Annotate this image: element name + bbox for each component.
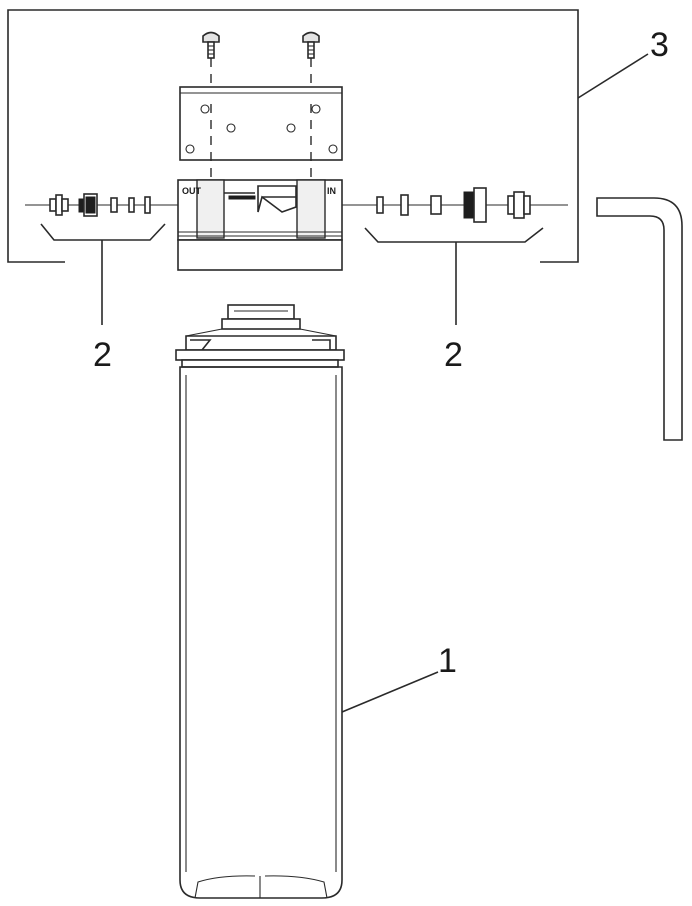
- mounting-screw-left: [202, 31, 220, 59]
- leader-line-cartridge: [341, 671, 439, 713]
- outlet-mark: OUT: [182, 186, 202, 196]
- filter-cartridge: [179, 366, 343, 899]
- callout-cartridge: 1: [438, 642, 457, 680]
- cartridge-top: [175, 304, 345, 368]
- head-assembly-frame: [7, 9, 579, 263]
- callout-head-assembly: 3: [650, 26, 669, 64]
- inlet-mark: IN: [327, 186, 336, 196]
- fitting-bracket-right: [364, 227, 544, 243]
- callout-fittings-right: 2: [444, 336, 463, 374]
- filter-head: [177, 179, 343, 271]
- mounting-screw-right: [302, 31, 320, 59]
- callout-fittings-left: 2: [93, 336, 112, 374]
- fitting-set-left: [49, 193, 151, 217]
- fitting-set-right: [376, 187, 531, 223]
- fitting-bracket-left: [40, 223, 166, 241]
- leader-line-head: [577, 53, 649, 99]
- wrench-tool: [596, 197, 683, 441]
- mounting-bracket: [179, 86, 343, 161]
